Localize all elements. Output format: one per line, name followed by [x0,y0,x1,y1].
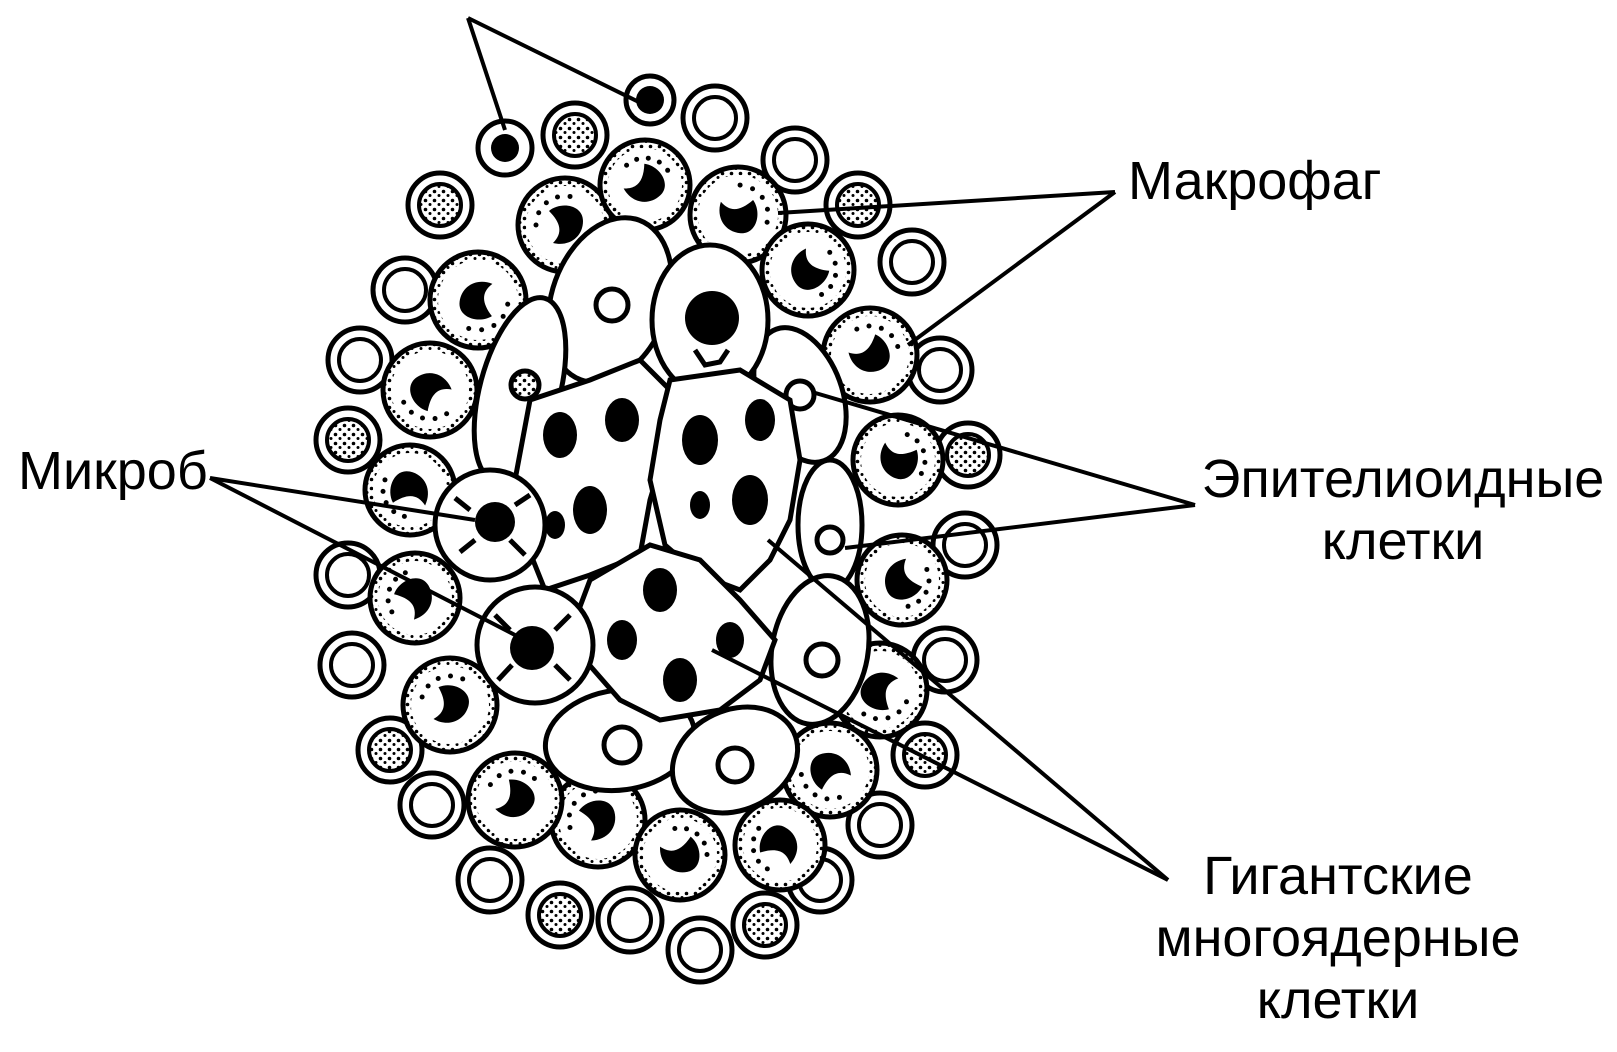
epithelioid-label-line-2: клетки [1198,510,1608,572]
epithelioid-label-line-1: Эпителиоидные [1198,448,1608,510]
giant-cells-label-line-3: клетки [1148,969,1528,1031]
microbe-label: Микроб [18,440,208,502]
giant-cells-label: Гигантские многоядерные клетки [1148,845,1528,1031]
epithelioid-label: Эпителиоидные клетки [1198,448,1608,572]
giant-cells-label-line-2: многоядерные [1148,907,1528,969]
macrophage-label: Макрофаг [1128,150,1381,212]
giant-cells-label-line-1: Гигантские [1148,845,1528,907]
